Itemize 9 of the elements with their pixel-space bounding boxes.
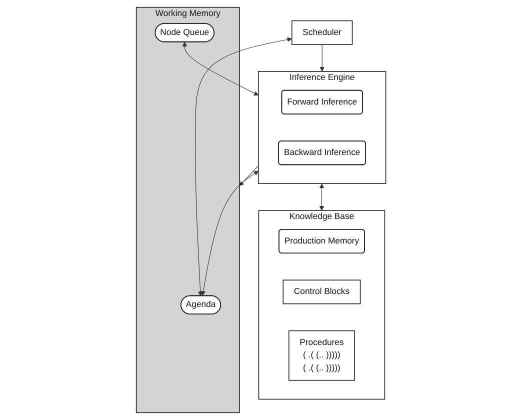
arrow (195, 37, 292, 296)
node-box: Procedures ( .( (.. ))))) ( .( (.. ))))) (288, 330, 355, 381)
arrow (320, 44, 324, 72)
node-box: Control Blocks (282, 280, 361, 304)
arrow (319, 184, 324, 211)
arrow (239, 165, 259, 186)
arrow (200, 170, 259, 296)
node-box: Scheduler (291, 20, 353, 45)
arrow (182, 42, 259, 96)
